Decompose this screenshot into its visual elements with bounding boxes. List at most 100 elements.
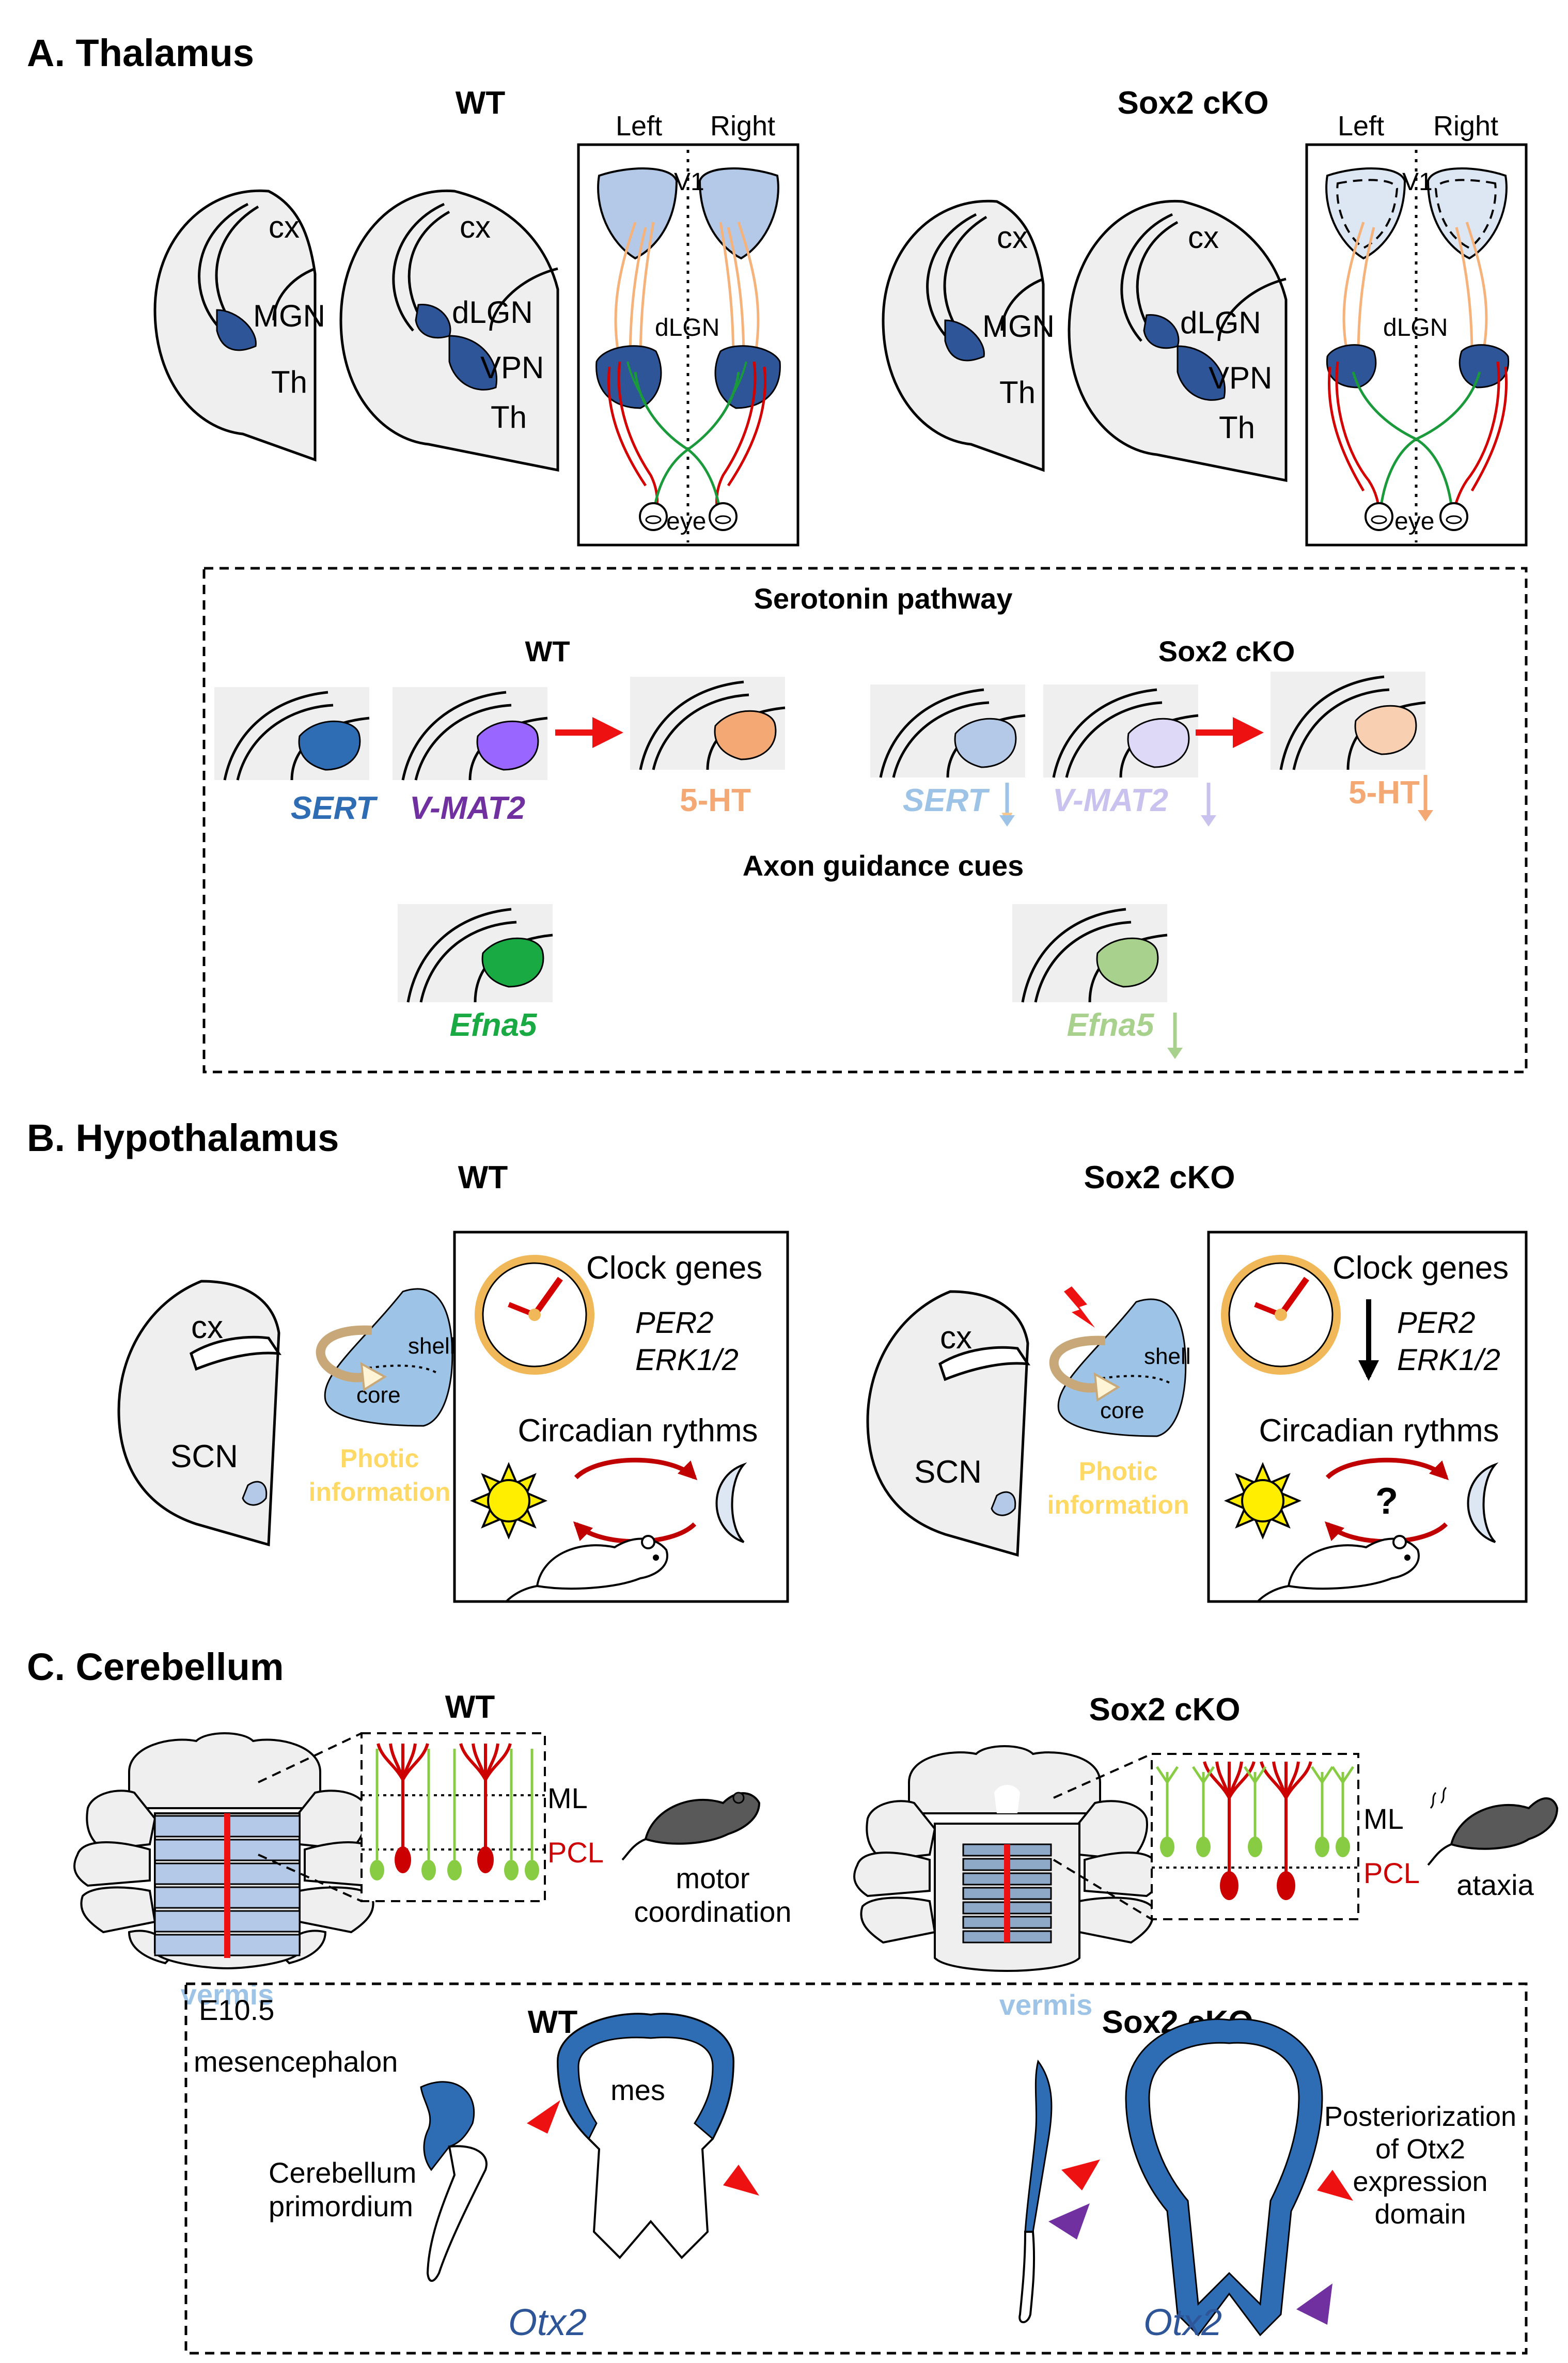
- ko-pcl-label: PCL: [1363, 1857, 1420, 1889]
- ko-ml-label: ML: [1363, 1802, 1404, 1835]
- wt-v1-right: [698, 167, 779, 260]
- mini-5ht-wt: [630, 677, 786, 770]
- wt-mgn-nucleus: [216, 309, 257, 351]
- granule-cell: [370, 1860, 384, 1880]
- ko-scn-label: SCN: [914, 1454, 982, 1490]
- serotonin-wt-label: WT: [525, 635, 570, 667]
- wt-scn-label: SCN: [170, 1439, 238, 1474]
- purkinje-soma: [477, 1846, 494, 1873]
- wt-circadian: Circadian rythms: [518, 1413, 758, 1449]
- mini-sert-wt: [214, 687, 370, 781]
- ko-dlgn-box-label: dLGN: [1383, 314, 1448, 341]
- mini-efna5-wt: [398, 904, 553, 1003]
- ko-mouse-icon: [1257, 1535, 1420, 1603]
- sert-ko-label: SERT: [903, 783, 990, 818]
- wt-label-b: WT: [458, 1160, 508, 1195]
- posteriorization-4: domain: [1374, 2199, 1466, 2230]
- wt-sun-icon: [469, 1462, 548, 1540]
- granule-cell: [447, 1860, 462, 1880]
- wt-motor-1: motor: [676, 1862, 749, 1894]
- ko-scn-enlarged: [1057, 1298, 1187, 1437]
- wt-v1-left: [597, 167, 678, 260]
- ko-circadian: Circadian rythms: [1259, 1413, 1499, 1449]
- wt-left-label: Left: [616, 111, 662, 142]
- ko-otx2-label: Otx2: [1143, 2302, 1222, 2343]
- ko-eye-label: eye: [1394, 508, 1434, 535]
- ko-shell-label: shell: [1144, 1344, 1191, 1369]
- ko-right-label: Right: [1433, 111, 1498, 142]
- ko-lightning-icon: [1064, 1286, 1095, 1328]
- wt-coronal-arrowhead: [723, 2165, 759, 2196]
- ko-v1-right: [1426, 167, 1508, 260]
- wt-sagittal-cerebellum: [426, 2145, 488, 2282]
- wt-photic-arrow: [316, 1325, 374, 1382]
- ko-scn-nucleus: [991, 1491, 1016, 1516]
- mini-panels-group: [214, 672, 1426, 1003]
- posteriorization-3: expression: [1353, 2166, 1487, 2197]
- ko-vermis-label: vermis: [999, 1988, 1093, 2021]
- mini-vmat2-wt: [393, 687, 548, 781]
- ko-mgn-nucleus: [944, 319, 985, 362]
- section-b-title: B. Hypothalamus: [27, 1116, 339, 1159]
- granule-cell: [1160, 1837, 1174, 1857]
- ko-sagittal-red-arrowhead: [1061, 2159, 1100, 2190]
- ko-vpn-label: VPN: [1209, 361, 1272, 395]
- ko-purkinje-cells: [1155, 1761, 1355, 1900]
- e105-label: E10.5: [199, 1994, 274, 2026]
- cerebellum-primordium-1: Cerebellum: [269, 2156, 416, 2189]
- ko-sagittal-purple-arrowhead: [1048, 2203, 1090, 2240]
- wt-label-a: WT: [456, 85, 506, 121]
- wt-motor-2: coordination: [634, 1895, 791, 1928]
- wt-mouse-icon: [505, 1535, 668, 1603]
- wt-photic-2: information: [309, 1478, 451, 1506]
- granule-cell: [1336, 1837, 1350, 1857]
- ko-coronal-red-arrowhead: [1317, 2170, 1353, 2201]
- ko-dlgn-label: dLGN: [1180, 305, 1261, 340]
- wt-th-label-2: Th: [491, 400, 527, 434]
- serotonin-axon-box: [202, 567, 1528, 1074]
- ko-v1-label: V1: [1402, 168, 1433, 196]
- cerebellum-primordium-2: primordium: [269, 2190, 413, 2222]
- wt-coronal-otx2: [557, 2013, 734, 2140]
- wt-clock-genes: Clock genes: [586, 1250, 762, 1286]
- ko-mouse-dark: [1427, 1786, 1559, 1866]
- mesencephalon-label: mesencephalon: [194, 2045, 398, 2078]
- sert-wt-label: SERT: [291, 790, 378, 826]
- purkinje-soma: [1220, 1871, 1238, 1900]
- purkinje-soma: [395, 1846, 411, 1873]
- wt-sagittal-arrowhead: [527, 2100, 560, 2134]
- ko-left-label: Left: [1338, 111, 1384, 142]
- ko-cx-label-2: cx: [1188, 220, 1219, 255]
- wt-shell-label: shell: [408, 1333, 455, 1359]
- section-a-title: A. Thalamus: [27, 32, 254, 74]
- ko-photic-arrow: [1049, 1335, 1108, 1393]
- ko-sagittal-cerebellum: [1018, 2231, 1036, 2323]
- ko-clock-genes: Clock genes: [1332, 1250, 1509, 1286]
- wt-dlgn-box-label: dLGN: [655, 314, 719, 341]
- granule-cell: [1248, 1837, 1262, 1857]
- ht5-wt-label: 5-HT: [680, 783, 751, 818]
- ko-coronal-purple-arrowhead: [1296, 2283, 1332, 2325]
- serotonin-ko-label: Sox2 cKO: [1158, 635, 1295, 667]
- serotonin-title: Serotonin pathway: [754, 582, 1013, 615]
- wt-mes-label: mes: [610, 2074, 665, 2106]
- efna5-ko-label: Efna5: [1067, 1007, 1155, 1043]
- e105-box: [184, 1982, 1528, 2355]
- mini-5ht-ko: [1271, 672, 1426, 770]
- wt-cx-label-b: cx: [191, 1310, 223, 1345]
- ko-question-mark: ?: [1375, 1481, 1398, 1522]
- ko-label-c: Sox2 cKO: [1089, 1692, 1241, 1728]
- ko-per2: PER2: [1397, 1306, 1476, 1340]
- wt-mouse-dark: [621, 1792, 761, 1861]
- wt-label-e105: WT: [528, 2004, 578, 2040]
- ko-cx-label-b: cx: [940, 1320, 972, 1356]
- ko-moon-icon: [1467, 1462, 1499, 1543]
- ko-dlgn-left: [1326, 344, 1377, 388]
- wt-right-label: Right: [710, 111, 775, 142]
- section-a-thalamus: A. Thalamus WT Sox2 cKO MGN cx Th cx dLG…: [27, 32, 1528, 1074]
- wt-vpn-nucleus: [448, 335, 497, 391]
- granule-cell: [1196, 1837, 1211, 1857]
- wt-dlgn-left: [595, 345, 662, 409]
- wt-vermis-label: vermis: [181, 1978, 274, 2011]
- ko-photic-1: Photic: [1079, 1457, 1158, 1486]
